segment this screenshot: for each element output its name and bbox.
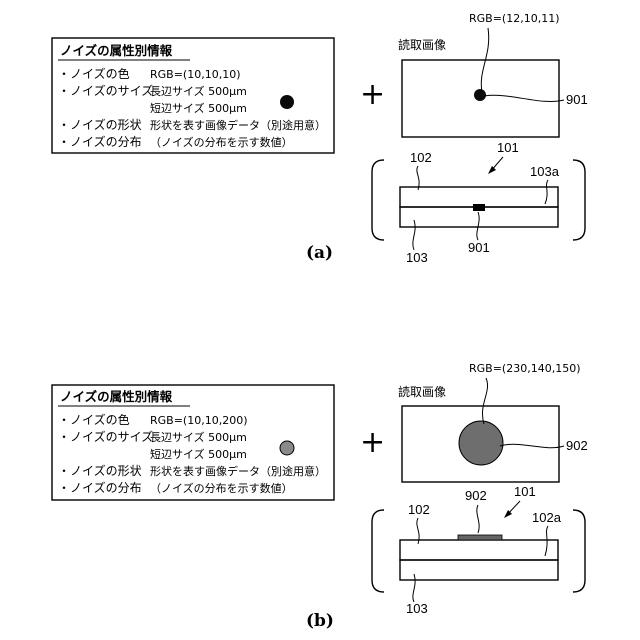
ref-102a: 102a xyxy=(532,510,562,525)
attr-key-distribution: ・ノイズの分布 xyxy=(58,480,142,495)
plus-sign: + xyxy=(360,77,385,112)
cross-section-b: 102 902 101 102a 103 xyxy=(372,484,585,616)
info-box-title: ノイズの属性別情報 xyxy=(60,43,173,58)
info-box-title: ノイズの属性別情報 xyxy=(60,389,173,404)
left-bracket xyxy=(372,160,384,240)
attr-key-shape: ・ノイズの形状 xyxy=(58,117,142,132)
noise-ref-leader xyxy=(484,95,564,101)
panel-a: ノイズの属性別情報 ・ノイズの色 RGB=(10,10,10) ・ノイズのサイズ… xyxy=(52,12,588,265)
leader-102a xyxy=(545,526,548,556)
rgb-label: RGB=(12,10,11) xyxy=(469,12,560,25)
attr-value-color: RGB=(10,10,10) xyxy=(150,68,241,81)
attr-key-distribution: ・ノイズの分布 xyxy=(58,134,142,149)
info-box-a: ノイズの属性別情報 ・ノイズの色 RGB=(10,10,10) ・ノイズのサイズ… xyxy=(52,38,334,153)
noise-color-sample xyxy=(280,441,294,455)
panel-label: (b) xyxy=(306,611,334,631)
ref-102: 102 xyxy=(408,502,430,517)
attr-value-distribution: （ノイズの分布を示す数値） xyxy=(150,135,293,149)
left-bracket xyxy=(372,510,384,592)
noise-on-surface xyxy=(458,535,502,540)
read-image-b: 読取画像 RGB=(230,140,150) 902 xyxy=(398,362,588,482)
ref-901: 901 xyxy=(468,240,490,255)
read-image-a: 読取画像 RGB=(12,10,11) 901 xyxy=(398,12,588,137)
attr-key-color: ・ノイズの色 xyxy=(58,412,130,427)
leader-103 xyxy=(413,220,415,250)
attr-key-color: ・ノイズの色 xyxy=(58,66,130,81)
ref-103: 103 xyxy=(406,250,428,265)
attr-value-long-side: 長辺サイズ 500μm xyxy=(150,430,247,444)
attr-key-size: ・ノイズのサイズ xyxy=(58,83,153,98)
cross-section-a: 102 101 103a 103 901 xyxy=(372,140,585,265)
leader-103 xyxy=(413,574,415,602)
attr-value-short-side: 短辺サイズ 500μm xyxy=(150,101,247,115)
attr-key-size: ・ノイズのサイズ xyxy=(58,429,153,444)
attr-value-shape: 形状を表す画像データ（別途用意） xyxy=(150,464,326,478)
read-image-label: 読取画像 xyxy=(398,37,446,52)
leader-902 xyxy=(477,505,479,533)
lower-layer xyxy=(400,560,558,580)
noise-ref-leader xyxy=(500,444,564,447)
attr-value-short-side: 短辺サイズ 500μm xyxy=(150,447,247,461)
upper-layer xyxy=(400,540,558,560)
ref-101: 101 xyxy=(497,140,519,155)
ref-101: 101 xyxy=(514,484,536,499)
panel-b: ノイズの属性別情報 ・ノイズの色 RGB=(10,10,200) ・ノイズのサイ… xyxy=(52,362,588,631)
info-box-b: ノイズの属性別情報 ・ノイズの色 RGB=(10,10,200) ・ノイズのサイ… xyxy=(52,385,334,500)
attr-value-long-side: 長辺サイズ 500μm xyxy=(150,84,247,98)
right-bracket xyxy=(573,160,585,240)
leader-901 xyxy=(477,212,479,240)
panel-label: (a) xyxy=(306,243,333,263)
plus-sign: + xyxy=(360,425,385,460)
noise-ref-label: 902 xyxy=(566,438,588,453)
noise-spot xyxy=(474,89,486,101)
ref-103a: 103a xyxy=(530,164,560,179)
noise-in-section xyxy=(473,204,485,211)
attr-value-distribution: （ノイズの分布を示す数値） xyxy=(150,481,293,495)
rgb-leader-line xyxy=(482,378,487,424)
ref-902: 902 xyxy=(465,488,487,503)
leader-103a xyxy=(545,180,548,204)
right-bracket xyxy=(573,510,585,592)
read-image-label: 読取画像 xyxy=(398,384,446,399)
noise-ref-label: 901 xyxy=(566,92,588,107)
attr-value-shape: 形状を表す画像データ（別途用意） xyxy=(150,118,326,132)
attr-key-shape: ・ノイズの形状 xyxy=(58,463,142,478)
noise-color-sample xyxy=(280,95,294,109)
attr-value-color: RGB=(10,10,200) xyxy=(150,414,248,427)
rgb-label: RGB=(230,140,150) xyxy=(469,362,581,375)
noise-spot xyxy=(459,421,503,465)
ref-103: 103 xyxy=(406,601,428,616)
ref-102: 102 xyxy=(410,150,432,165)
